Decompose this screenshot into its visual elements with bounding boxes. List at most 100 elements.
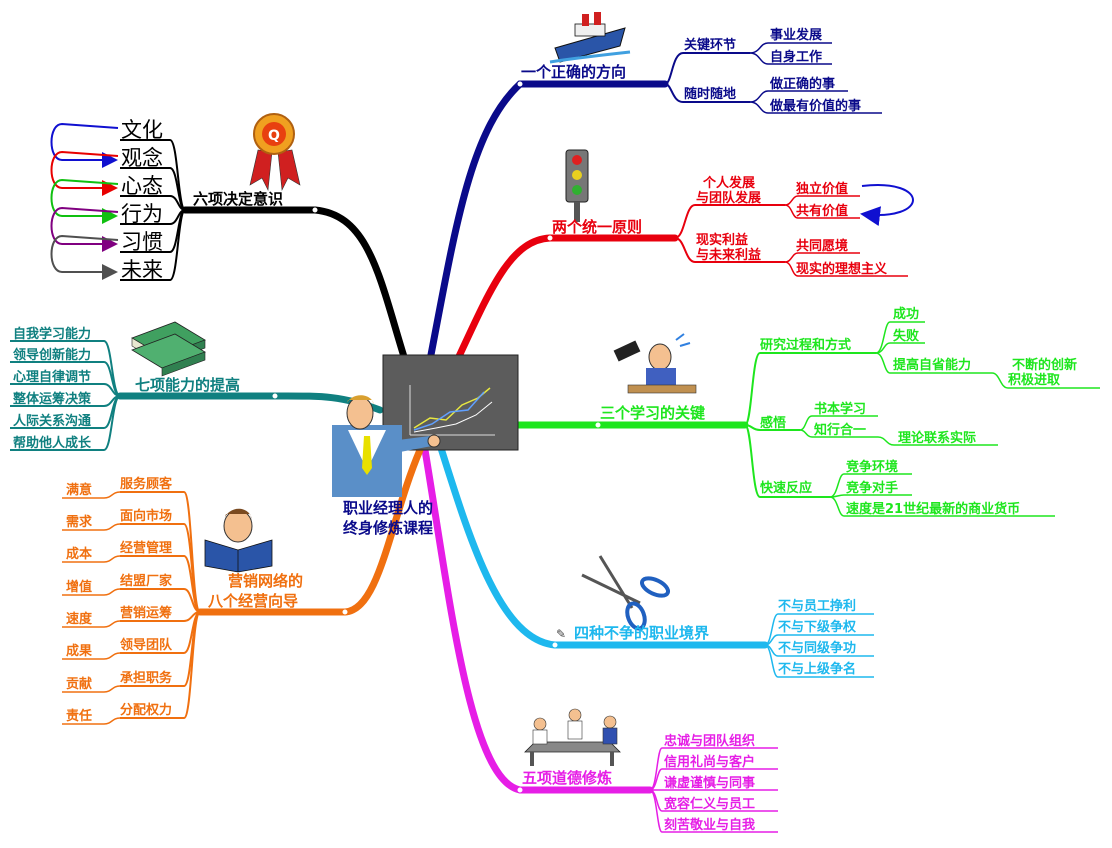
eight-left-item: 贡献 — [66, 676, 92, 692]
no-contest-item: 不与上级争名 — [778, 661, 856, 677]
learning-sub2-deep: 理论联系实际 — [898, 430, 976, 446]
branch-eight-line — [196, 446, 424, 616]
unity-sub2-line1: 现实利益 — [696, 232, 748, 248]
seven-item: 领导创新能力 — [13, 347, 91, 363]
branch-six: Q 六项决定意识 文化 观念 心态 行为 习惯 未来 — [50, 113, 301, 282]
no-contest-item: 不与员工挣利 — [778, 598, 856, 614]
chart-slide — [382, 354, 519, 451]
branch-no-contest-line — [436, 441, 769, 649]
branch-unity: 两个统一原则 个人发展 与团队发展 现实利益 与未来利益 独立价值 共有价值 共… — [552, 149, 914, 277]
learning-sub1-item: 提高自省能力 — [893, 357, 971, 373]
eight-left-item: 责任 — [66, 708, 92, 724]
six-item: 文化 — [121, 118, 163, 142]
branch-seven-line — [116, 392, 384, 414]
ethics-item: 忠诚与团队组织 — [664, 733, 755, 749]
unity-sub1-item: 独立价值 — [796, 181, 848, 197]
center-title-line1: 职业经理人的 — [343, 499, 433, 517]
direction-sub2-item: 做最有价值的事 — [769, 98, 861, 114]
learning-sub2-label: 感悟 — [760, 415, 786, 431]
learning-sub2-item: 知行合一 — [814, 422, 866, 438]
branch-seven: 七项能力的提高 自我学习能力 领导创新能力 心理自律调节 整体运筹决策 人际关系… — [10, 321, 240, 451]
branch-ethics: 五项道德修炼 忠诚与团队组织 信用礼尚与客户 谦虚谨慎与同事 宽容仁义与员工 刻… — [522, 708, 778, 833]
eight-right-item: 经营管理 — [120, 540, 172, 556]
loop-arrow-green — [50, 178, 119, 224]
six-item: 习惯 — [121, 230, 163, 254]
branch-direction-label: 一个正确的方向 — [521, 63, 626, 81]
branch-eight-label-line2: 八个经营向导 — [207, 592, 298, 610]
seven-item: 人际关系沟通 — [13, 413, 91, 429]
loop-arrow-purple — [50, 206, 119, 252]
unity-sub2-line2: 与未来利益 — [696, 247, 761, 263]
branch-seven-label: 七项能力的提高 — [135, 376, 240, 394]
svg-text:Q: Q — [268, 128, 280, 144]
branch-six-line — [181, 206, 409, 364]
branch-eight-label-line1: 营销网络的 — [228, 572, 303, 590]
unity-sub1-item: 共有价值 — [796, 203, 848, 219]
six-item: 未来 — [121, 258, 163, 282]
ethics-item: 谦虚谨慎与同事 — [664, 775, 755, 791]
branch-direction-line — [426, 80, 669, 364]
eight-left-item: 增值 — [66, 579, 92, 595]
eight-left-item: 满意 — [66, 482, 92, 498]
branch-learning: 三个学习的关键 研究过程和方式 感悟 快速反应 成功 失败 提高自省能力 不断的… — [600, 306, 1100, 517]
scissors-icon — [581, 555, 671, 631]
loop-arrow-red — [50, 150, 119, 196]
seven-item: 自我学习能力 — [13, 326, 91, 342]
eight-right-item: 服务顾客 — [120, 476, 173, 492]
eight-right-item: 分配权力 — [120, 702, 172, 718]
seven-item: 帮助他人成长 — [13, 435, 92, 451]
center-node: 职业经理人的 终身修炼课程 — [332, 354, 519, 537]
seven-item: 心理自律调节 — [13, 369, 91, 385]
eight-left-item: 成本 — [66, 546, 92, 562]
eight-right-item: 面向市场 — [120, 508, 172, 524]
branch-direction: 一个正确的方向 关键环节 随时随地 事业发展 自身工作 做正确的事 做最有价值的… — [521, 12, 882, 114]
branch-no-contest: ✎ 四种不争的职业境界 不与员工挣利 不与下级争权 不与同级争功 不与上级争名 — [556, 555, 874, 678]
eight-left-item: 需求 — [66, 514, 93, 530]
eight-right-item: 承担职务 — [120, 670, 173, 686]
eight-left-item: 速度 — [66, 611, 93, 627]
unity-sub1-line2: 与团队发展 — [696, 190, 762, 206]
branch-eight: 营销网络的 八个经营向导 服务顾客 面向市场 经营管理 结盟厂家 营销运筹 领导… — [62, 476, 303, 725]
learning-sub1-item: 失败 — [893, 328, 919, 344]
ethics-item: 宽容仁义与员工 — [663, 796, 755, 812]
branch-unity-label: 两个统一原则 — [552, 218, 642, 236]
presenter-figure — [332, 395, 441, 497]
six-item: 行为 — [121, 202, 163, 226]
learning-sub3-item: 速度是21世纪最新的商业货币 — [846, 501, 1020, 517]
eight-right-item: 结盟厂家 — [120, 573, 173, 589]
no-contest-item: 不与同级争功 — [778, 640, 856, 656]
six-item: 观念 — [121, 146, 163, 170]
branch-unity-line — [451, 234, 679, 369]
eight-right-item: 领导团队 — [120, 637, 173, 653]
six-item: 心态 — [121, 174, 163, 198]
traffic-light-icon — [565, 149, 589, 222]
unity-sub2-item: 共同愿境 — [796, 238, 848, 254]
direction-sub2-item: 做正确的事 — [769, 76, 835, 92]
direction-sub1-item: 事业发展 — [770, 27, 823, 43]
unity-sub2-item: 现实的理想主义 — [796, 261, 888, 277]
branch-ethics-line — [421, 446, 654, 794]
loop-arrow-gray — [50, 234, 119, 280]
learning-sub3-item: 竞争对手 — [846, 480, 898, 496]
learning-sub3-label: 快速反应 — [760, 480, 812, 496]
cycle-arrow — [860, 184, 914, 227]
branch-ethics-label: 五项道德修炼 — [522, 769, 612, 787]
reader-icon — [204, 508, 273, 573]
learning-deep-line1: 不断的创新 — [1012, 357, 1077, 373]
branch-no-contest-label: 四种不争的职业境界 — [574, 624, 709, 642]
center-title-line2: 终身修炼课程 — [343, 519, 433, 537]
books-icon — [131, 321, 206, 377]
learning-sub1-label: 研究过程和方式 — [760, 337, 851, 353]
eight-left-item: 成果 — [66, 643, 92, 659]
student-icon — [613, 333, 697, 394]
seven-item: 整体运筹决策 — [12, 391, 92, 407]
pencil-icon: ✎ — [556, 627, 566, 641]
branch-learning-label: 三个学习的关键 — [600, 404, 705, 422]
loop-arrow-blue — [50, 122, 119, 168]
direction-sub1-item: 自身工作 — [770, 49, 822, 65]
ethics-item: 刻苦敬业与自我 — [664, 817, 755, 833]
eight-right-item: 营销运筹 — [120, 605, 172, 621]
unity-sub1-line1: 个人发展 — [702, 175, 756, 191]
learning-sub1-item: 成功 — [893, 306, 919, 322]
